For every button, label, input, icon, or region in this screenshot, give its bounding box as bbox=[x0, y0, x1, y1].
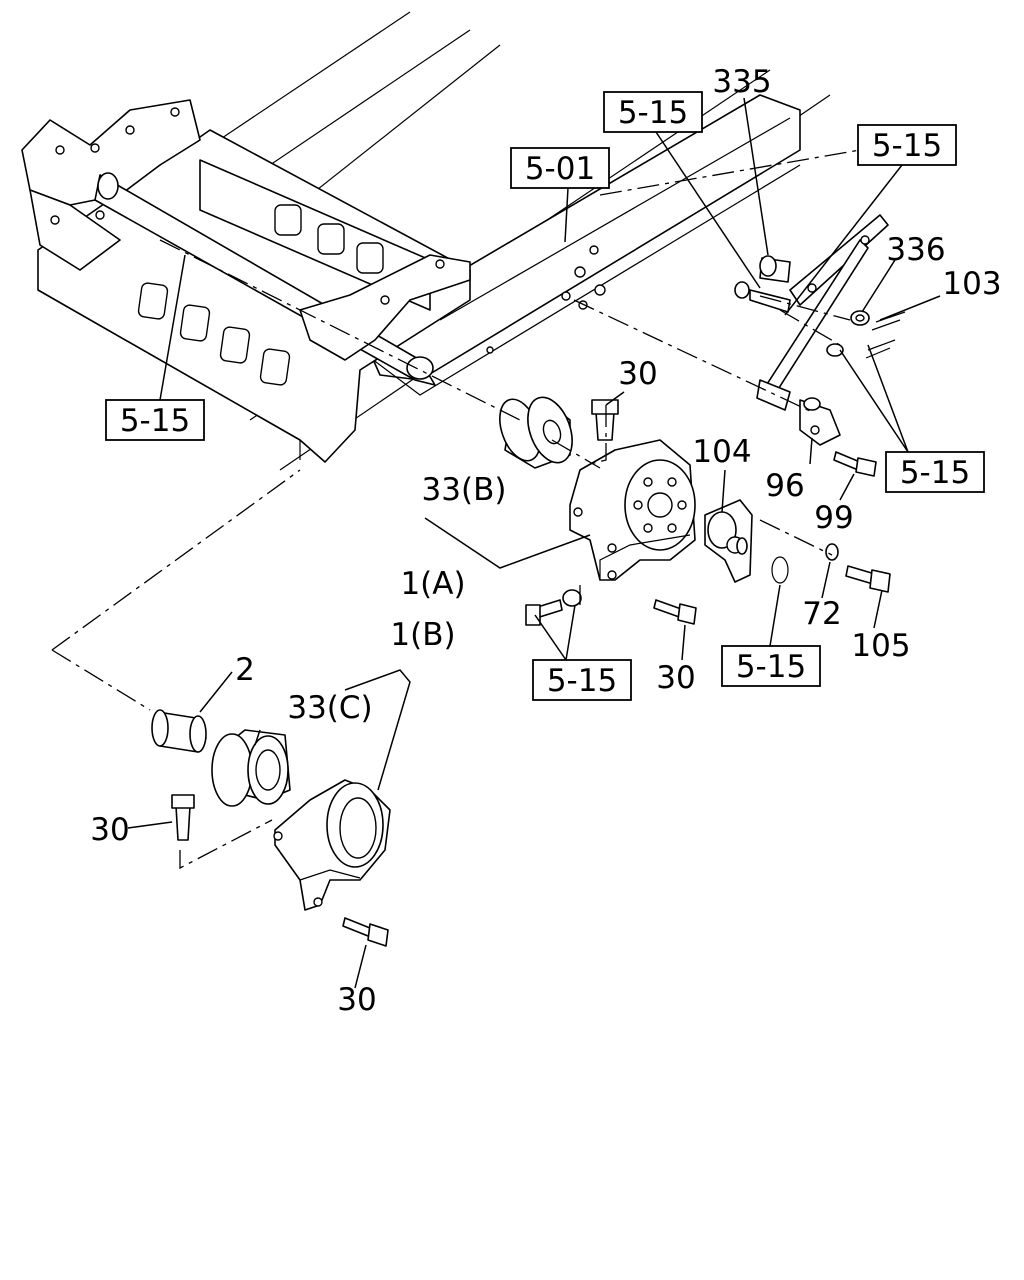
bolt-30-top bbox=[591, 399, 619, 441]
part-label-105: 105 bbox=[851, 628, 910, 664]
callout-5-15-bottom-right: 5-15 bbox=[721, 645, 821, 687]
mount-bracket-1b bbox=[273, 779, 391, 911]
callout-5-15-right-mid-text: 5-15 bbox=[900, 455, 970, 491]
bolt-nut-5-15 bbox=[525, 589, 582, 626]
plate-104 bbox=[704, 499, 753, 583]
clip-103 bbox=[865, 311, 906, 359]
part-label-104: 104 bbox=[692, 434, 751, 470]
part-label-103: 103 bbox=[942, 266, 1001, 302]
part-label-96: 96 bbox=[765, 468, 804, 504]
callout-5-15-right-top-text: 5-15 bbox=[872, 128, 942, 164]
callout-5-15-right-mid: 5-15 bbox=[885, 451, 985, 493]
bushing-33b bbox=[499, 396, 573, 469]
washer-336 bbox=[850, 310, 870, 326]
bolt-96 bbox=[799, 397, 841, 446]
callout-5-15-bottom-left-text: 5-15 bbox=[547, 663, 617, 699]
pin-335 bbox=[759, 255, 791, 283]
bolt-30-mid bbox=[653, 599, 697, 625]
snap-ring-5-15 bbox=[771, 556, 789, 584]
callout-5-01: 5-01 bbox=[510, 147, 610, 189]
part-label-33c: 33(C) bbox=[287, 690, 372, 726]
chassis-frame bbox=[21, 11, 831, 471]
callout-5-15-bottom-left: 5-15 bbox=[532, 659, 632, 701]
part-label-1a: 1(A) bbox=[400, 566, 465, 602]
bolt-105 bbox=[845, 565, 891, 593]
callout-5-15-bottom-right-text: 5-15 bbox=[736, 649, 806, 685]
bolt-30-bottom bbox=[342, 917, 389, 947]
part-label-335: 335 bbox=[712, 64, 771, 100]
part-labels: 335 336 103 96 99 30 33(B) 104 1(A) 72 1… bbox=[90, 64, 1001, 1018]
part-label-72: 72 bbox=[802, 596, 841, 632]
part-label-30-mid: 30 bbox=[656, 660, 695, 696]
callout-5-15-top-text: 5-15 bbox=[618, 95, 688, 131]
leader-lines bbox=[127, 97, 941, 989]
part-label-30-left: 30 bbox=[90, 812, 129, 848]
callout-5-01-text: 5-01 bbox=[525, 151, 595, 187]
part-label-33b: 33(B) bbox=[422, 472, 507, 508]
washer-lower bbox=[826, 343, 844, 357]
callout-5-15-left: 5-15 bbox=[105, 399, 205, 441]
washer-72 bbox=[825, 543, 839, 561]
callout-5-15-left-text: 5-15 bbox=[120, 403, 190, 439]
sleeve-2 bbox=[151, 709, 207, 753]
callout-5-15-right-top: 5-15 bbox=[857, 124, 957, 166]
centerlines bbox=[51, 149, 861, 870]
bolt-30-left bbox=[171, 794, 195, 841]
callout-5-15-top: 5-15 bbox=[603, 91, 703, 133]
part-label-336: 336 bbox=[886, 232, 945, 268]
shackle-pin bbox=[734, 281, 791, 313]
part-label-30-bottom: 30 bbox=[337, 982, 376, 1018]
spring-hanger-assembly bbox=[756, 214, 889, 411]
bolt-99 bbox=[833, 451, 877, 477]
part-label-99: 99 bbox=[814, 500, 853, 536]
part-label-1b: 1(B) bbox=[390, 617, 455, 653]
mount-bracket-1a bbox=[569, 439, 696, 581]
part-label-2: 2 bbox=[235, 652, 255, 688]
part-label-30-top: 30 bbox=[618, 356, 657, 392]
bushing-33c bbox=[211, 729, 291, 807]
